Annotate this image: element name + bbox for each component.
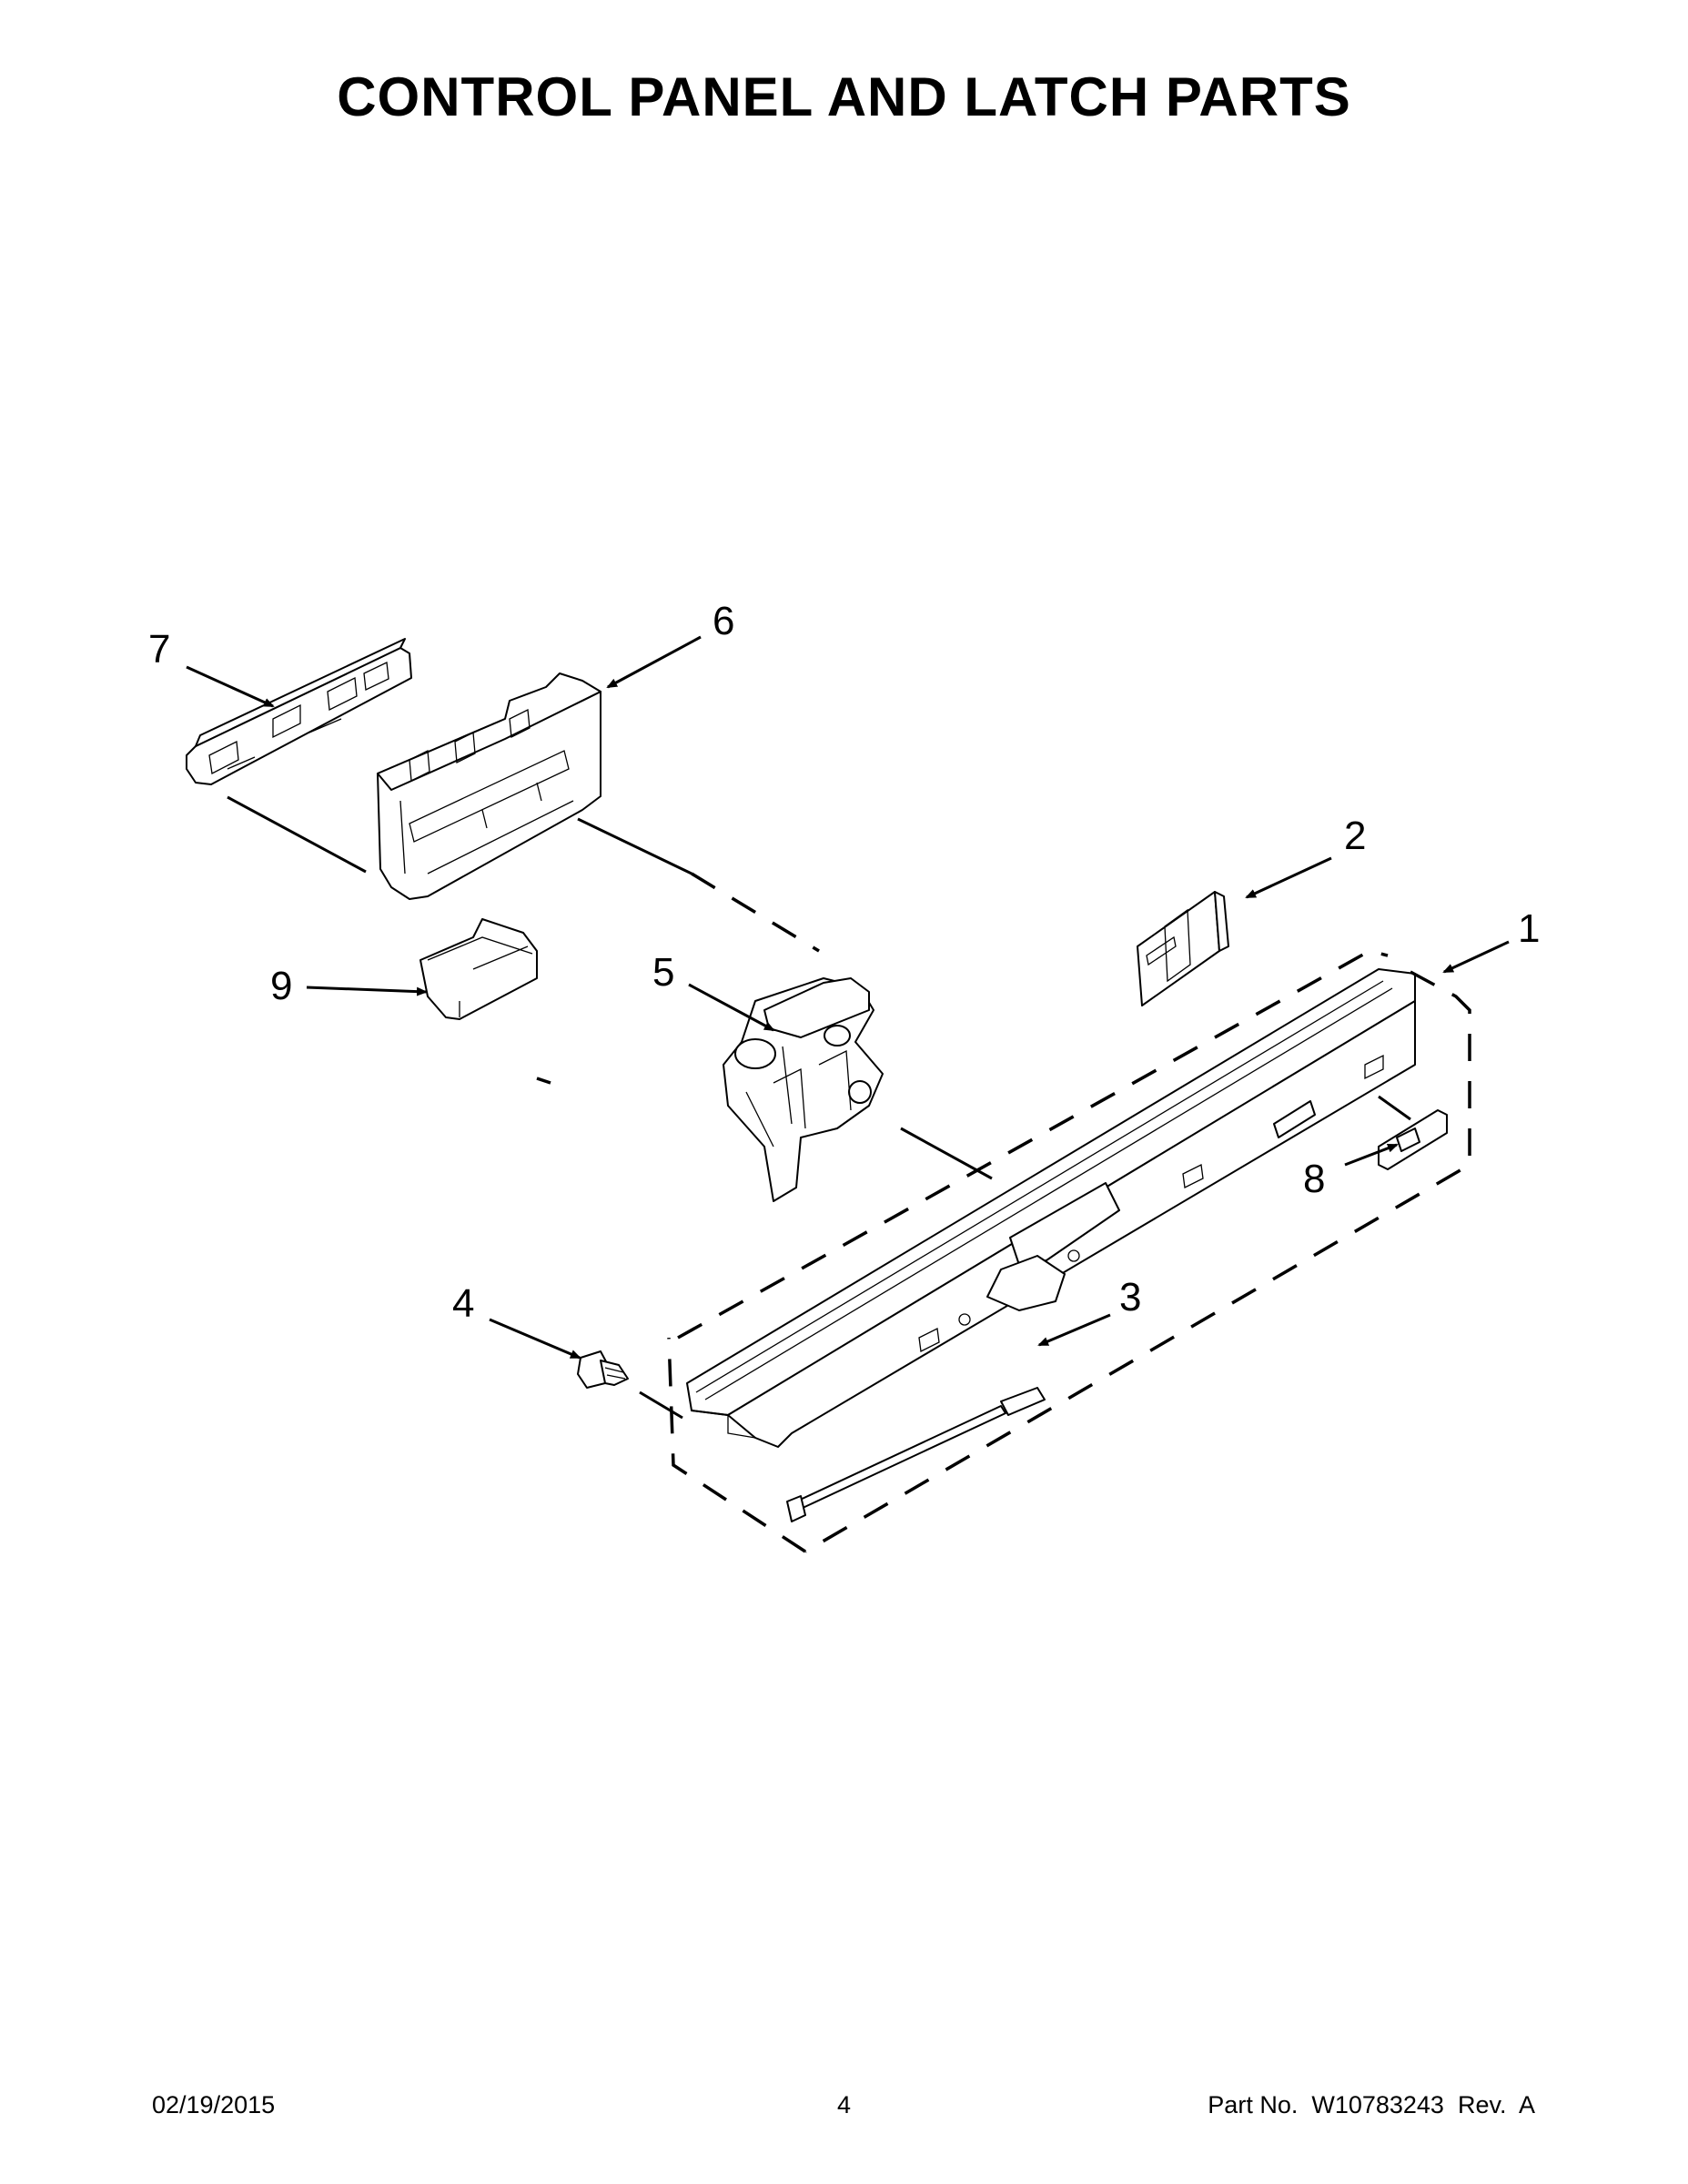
assembly-dashed-boundary — [667, 949, 1471, 1553]
alignment-dashed-lines — [536, 872, 820, 1085]
part-1-control-panel — [686, 968, 1416, 1448]
callout-6: 6 — [713, 599, 734, 643]
part-9-clip — [419, 918, 538, 1020]
callout-5: 5 — [652, 950, 674, 995]
callout-9: 9 — [270, 964, 292, 1008]
callout-3: 3 — [1119, 1275, 1141, 1320]
part-5-door-latch — [723, 977, 884, 1202]
callout-1: 1 — [1518, 906, 1540, 951]
callout-7: 7 — [148, 627, 170, 672]
alignment-lines — [227, 795, 1411, 1420]
footer-part-number: Part No. W10783243 Rev. A — [1208, 2091, 1535, 2118]
page-title: CONTROL PANEL AND LATCH PARTS — [337, 66, 1351, 127]
callout-4: 4 — [452, 1281, 474, 1326]
callout-arrows — [186, 635, 1510, 1360]
part-8-switch — [1378, 1109, 1448, 1170]
footer-date: 02/19/2015 — [152, 2091, 276, 2118]
part-2-bracket — [1137, 891, 1229, 1006]
callout-8: 8 — [1303, 1157, 1325, 1201]
callout-2: 2 — [1344, 814, 1366, 858]
footer-page-number: 4 — [836, 2091, 852, 2118]
part-6-control-board-housing — [377, 672, 601, 900]
part-3-wire-harness — [786, 1387, 1046, 1522]
part-4-screw — [577, 1350, 629, 1389]
part-7-board-bracket — [186, 638, 412, 785]
